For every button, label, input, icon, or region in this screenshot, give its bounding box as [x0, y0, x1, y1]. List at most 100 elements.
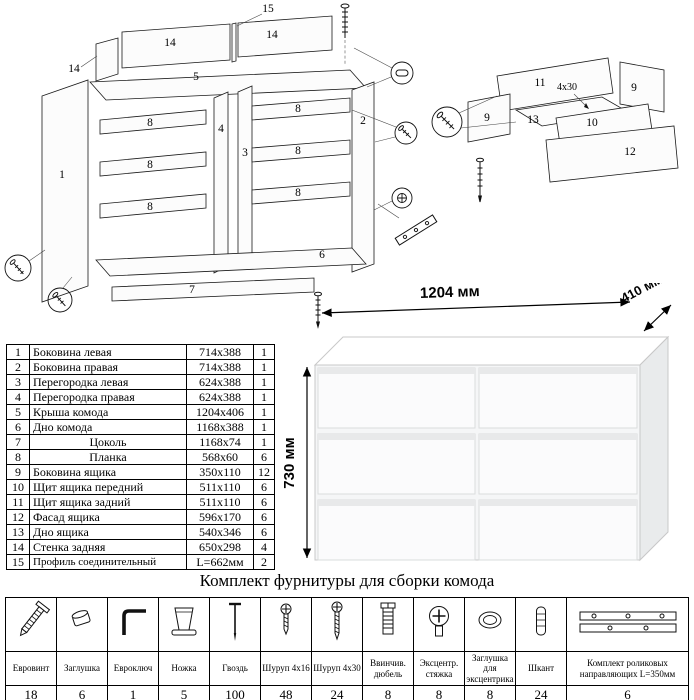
part-label-8: 8 — [295, 103, 301, 115]
height-dimension: 730 мм — [281, 437, 298, 488]
dresser-render: 1204 мм 410 мм 730 мм — [281, 283, 672, 562]
hardware-qty-row: 18 6 1 5 100 48 24 8 8 8 24 6 — [5, 685, 689, 700]
hardware-icon-cell — [209, 597, 261, 652]
drawer-front — [478, 499, 638, 561]
back-panel-left — [121, 23, 231, 69]
euroscrew-icon — [19, 600, 51, 637]
drawer-front — [317, 367, 476, 429]
part-label-8: 8 — [295, 145, 301, 157]
hardware-table: Евровинт Заглушка Евроключ Ножка Гвоздь … — [5, 597, 689, 700]
back-panel-small — [95, 37, 119, 82]
cam-cap-icon — [478, 611, 502, 629]
screw-detail-icon — [398, 125, 412, 139]
part-label-7: 7 — [189, 284, 195, 296]
hardware-icon-cell — [5, 597, 57, 652]
hardware-qty: 5 — [158, 685, 210, 700]
part-size: L=662мм — [186, 554, 254, 570]
part-size: 350x110 — [186, 464, 254, 480]
part-qty: 12 — [253, 464, 275, 480]
plank — [99, 193, 207, 219]
drawer-front — [317, 499, 476, 561]
part-name: Планка — [29, 449, 187, 465]
part-number: 9 — [6, 464, 30, 480]
hardware-name: Гвоздь — [209, 650, 261, 687]
part-number: 3 — [6, 374, 30, 390]
hardware-icon-cell — [158, 597, 210, 652]
part-qty: 1 — [253, 374, 275, 390]
detail-circle — [394, 121, 418, 145]
hardware-qty: 18 — [5, 685, 57, 700]
hardware-name: Шкант — [515, 650, 567, 687]
hardware-icon-cell — [311, 597, 363, 652]
hexkey-icon — [122, 609, 146, 635]
part-size: 568x60 — [186, 449, 254, 465]
hardware-qty: 8 — [464, 685, 516, 700]
part-name: Крыша комода — [29, 404, 187, 420]
drawer-groove — [479, 500, 637, 506]
cabinet-labels: 15 14 14 14 5 1 8 8 8 8 8 8 4 3 2 6 7 — [59, 3, 366, 296]
part-number: 12 — [6, 509, 30, 525]
part-qty: 6 — [253, 509, 275, 525]
part-label-15: 15 — [262, 3, 274, 15]
part-qty: 1 — [253, 404, 275, 420]
part-label-8: 8 — [295, 187, 301, 199]
depth-arrow — [643, 304, 672, 332]
dresser-body — [313, 335, 670, 562]
drawer-groove — [479, 434, 637, 440]
drawer-groove — [318, 434, 475, 440]
hardware-icon-cell — [464, 597, 516, 652]
part-qty: 6 — [253, 449, 275, 465]
hardware-qty: 100 — [209, 685, 261, 700]
detail-circle — [47, 287, 73, 313]
part-qty: 1 — [253, 389, 275, 405]
hardware-name: Заглушка для эксцентрика — [464, 650, 516, 687]
drawer-facade-panel — [545, 125, 679, 183]
hardware-name: Комплект роликовых направляющих L=350мм — [566, 650, 689, 687]
screw-4x16-icon — [280, 603, 292, 636]
part-label-3: 3 — [242, 147, 248, 159]
part-size: 714x388 — [186, 359, 254, 375]
part-label-9: 9 — [631, 82, 637, 94]
part-size: 714x388 — [186, 344, 254, 360]
part-label-8: 8 — [147, 117, 153, 129]
part-size: 1168x388 — [186, 419, 254, 435]
part-number: 14 — [6, 539, 30, 555]
part-name: Перегородка левая — [29, 374, 187, 390]
part-qty: 1 — [253, 359, 275, 375]
part-label-14: 14 — [266, 29, 278, 41]
hardware-qty: 24 — [311, 685, 363, 700]
page-title: Комплект фурнитуры для сборки комода — [199, 571, 495, 590]
hardware-name: Эксцентр. стяжка — [413, 650, 465, 687]
screw-4x30-icon — [331, 601, 343, 641]
part-label-11: 11 — [534, 77, 545, 89]
drawer-front — [317, 433, 476, 495]
part-label-1: 1 — [59, 169, 65, 181]
hardware-icon-cell — [413, 597, 465, 652]
part-qty: 6 — [253, 494, 275, 510]
width-arrow — [321, 298, 631, 317]
part-number: 13 — [6, 524, 30, 540]
part-size: 540x346 — [186, 524, 254, 540]
part-name: Боковина правая — [29, 359, 187, 375]
back-panel-right — [237, 15, 333, 58]
part-name: Щит ящика передний — [29, 479, 187, 495]
part-number: 2 — [6, 359, 30, 375]
part-number: 4 — [6, 389, 30, 405]
part-name: Боковина ящика — [29, 464, 187, 480]
hardware-icon-cell — [107, 597, 159, 652]
nail-icon — [229, 602, 241, 641]
partition-right-panel — [213, 91, 229, 274]
part-label-14: 14 — [68, 63, 80, 75]
connecting-profile — [231, 22, 237, 63]
drawer-front — [478, 367, 638, 429]
part-name: Фасад ящика — [29, 509, 187, 525]
drawer-front — [478, 433, 638, 495]
